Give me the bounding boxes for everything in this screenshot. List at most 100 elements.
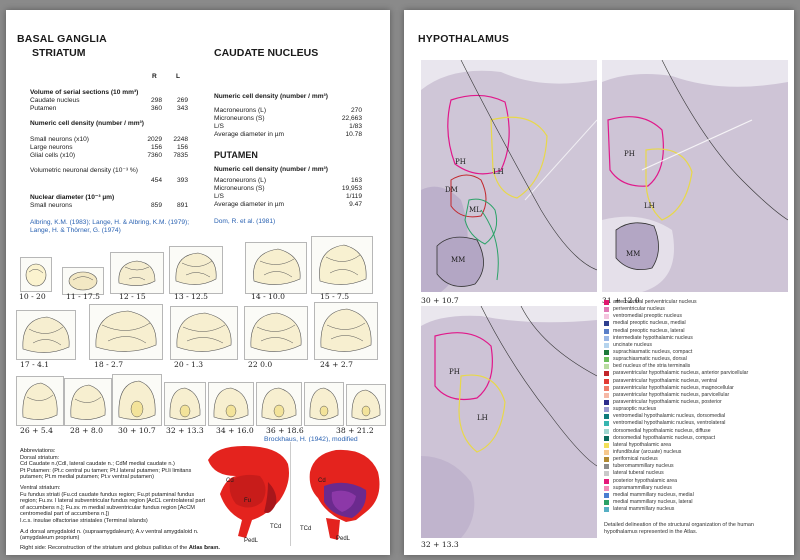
legend-label: paraventricular hypothalamic nucleus, pa…	[613, 391, 730, 398]
table-cell: 22,663	[341, 115, 362, 122]
reference-striatum: Albring, K.M. (1983); Lange, H. & Albrin…	[30, 219, 190, 226]
legend-swatch	[604, 449, 609, 455]
region-label: PH	[455, 158, 466, 166]
legend-label: dorsomedial hypothalamic nucleus, diffus…	[613, 427, 711, 434]
legend-label: suprachiasmatic nucleus, compact	[613, 348, 693, 355]
render-label: TCd	[270, 524, 282, 530]
abbrev-line: A.d dorsal amygdaloid n. (supraamygdaleu…	[20, 528, 199, 535]
table-cell: 454	[150, 177, 162, 184]
legend-item: dorsomedial hypothalamic nucleus, diffus…	[604, 428, 792, 435]
legend-item: bed nucleus of the stria terminalis	[604, 363, 792, 370]
region-label: PH	[624, 150, 635, 158]
table-row-label: Small neurons	[30, 202, 73, 209]
legend-label: supramammillary nucleus	[613, 484, 672, 491]
legend-item: anteroventral periventricular nucleus	[604, 299, 792, 306]
legend-item: dorsomedial hypothalamic nucleus, compac…	[604, 435, 792, 442]
table-row-label: Caudate nucleus	[30, 97, 80, 104]
legend-label: posterior hypothalamic area	[613, 477, 678, 484]
histology-photo-3: PH LH	[421, 306, 597, 538]
density-title: Numeric cell density (number / mm³)	[30, 120, 144, 127]
striatum-render-svg	[208, 446, 380, 540]
legend-swatch	[604, 300, 609, 305]
legend-swatch	[604, 485, 609, 491]
reference-striatum: Lange, H. & Thörner, G. (1974)	[30, 227, 121, 234]
legend-swatch	[604, 457, 609, 463]
table-cell: 269	[176, 97, 188, 104]
table-cell: 360	[150, 105, 162, 112]
volume-title: Volume of serial sections (10 mm³)	[30, 89, 139, 96]
abbrev-line: Fu fundus striati (Fu.cd caudate fundus …	[20, 491, 195, 498]
region-label: PH	[449, 368, 460, 376]
histology-photo-2: PH LH MM	[602, 60, 788, 292]
render-label: Fu	[244, 498, 252, 504]
section-thumbnail	[89, 304, 163, 360]
table-cell: 1/119	[345, 193, 362, 200]
photo-label: 30 + 10.7	[421, 296, 459, 305]
table-cell: 7360	[147, 152, 162, 159]
render-label: Cd	[318, 478, 326, 484]
legend-swatch	[604, 392, 609, 398]
legend-item: lateral tuberal nucleus	[604, 470, 792, 477]
legend-swatch	[604, 328, 609, 334]
table-cell: 1/83	[349, 123, 362, 130]
section-label: 12 - 15	[119, 292, 146, 301]
region-label: LH	[477, 414, 488, 422]
legend-swatch	[604, 407, 609, 413]
legend-swatch	[604, 307, 609, 313]
abbrev-line: of accumbens n.]; Fu.sv. m medial subven…	[20, 504, 195, 511]
legend-swatch	[604, 442, 609, 448]
legend-swatch	[604, 414, 609, 420]
section-label: 11 - 17.5	[66, 292, 100, 301]
legend-item: uncinate nucleus	[604, 342, 792, 349]
legend-label: infundibular (arcuate) nucleus	[613, 448, 682, 455]
legend-label: intermediate hypothalamic nucleus	[613, 334, 693, 341]
legend-item: infundibular (arcuate) nucleus	[604, 449, 792, 456]
section-label: 17 - 4.1	[20, 360, 50, 369]
table-cell: 891	[176, 202, 188, 209]
legend-item: lateral mammillary nucleus	[604, 506, 792, 513]
abbrev-line: Pt Putamen: (Pt.c central pu tamen; Pt.l…	[20, 467, 192, 474]
region-label: MM	[626, 250, 641, 258]
legend-swatch	[604, 342, 609, 348]
table-row-label: Macroneurons (L)	[214, 177, 267, 184]
section-label: 34 + 16.0	[216, 426, 254, 435]
region-label: ML	[469, 206, 481, 214]
legend-item: ventromedial preoptic nucleus	[604, 313, 792, 320]
section-thumbnail	[304, 382, 344, 426]
legend-item: paraventricular hypothalamic nucleus, ma…	[604, 385, 792, 392]
legend-item: paraventricular hypothalamic nucleus, pa…	[604, 392, 792, 399]
table-cell: 859	[150, 202, 162, 209]
abbrev-line: Abbreviations:	[20, 448, 56, 454]
legend-label: anteroventral periventricular nucleus	[613, 299, 697, 305]
legend-label: dorsomedial hypothalamic nucleus, compac…	[613, 434, 716, 441]
legend-label: perifornical nucleus	[613, 456, 658, 463]
caption-line: Detailed delineation of the structural o…	[604, 522, 754, 528]
legend-swatch	[604, 357, 609, 363]
section-thumbnail	[256, 382, 302, 426]
photo-label: 32 + 13.3	[421, 540, 459, 549]
section-label: 22 0.0	[248, 360, 273, 369]
legend-swatch	[604, 364, 609, 370]
histology-photo-1: PH LH DM ML MM	[421, 60, 597, 292]
legend-swatch	[604, 428, 609, 434]
section-thumbnail	[346, 384, 386, 426]
legend-item: medial preoptic nucleus, medial	[604, 320, 792, 327]
abbrev-line: Dorsal striatum:	[20, 454, 60, 461]
section-label: 36 + 18.6	[266, 426, 304, 435]
table-row-label: L/S	[214, 193, 224, 200]
legend-swatch	[604, 349, 609, 355]
legend-item: medial mammillary nucleus, lateral	[604, 499, 792, 506]
render-label: Cd	[226, 478, 234, 484]
section-label: 10 - 20	[19, 292, 46, 301]
legend-swatch	[604, 478, 609, 484]
table-row-label: L/S	[214, 123, 224, 130]
section-label: 28 + 8.0	[70, 426, 103, 435]
heading-putamen: PUTAMEN	[214, 150, 258, 160]
col-header-r: R	[152, 73, 157, 80]
region-label: DM	[445, 186, 458, 194]
heading-caudate-nucleus: CAUDATE NUCLEUS	[214, 47, 319, 59]
table-row-label: Microneurons (S)	[214, 185, 265, 192]
section-thumbnail	[16, 310, 76, 360]
caudate-density-title: Numeric cell density (number / mm³)	[214, 93, 328, 100]
section-thumbnail	[245, 242, 307, 294]
